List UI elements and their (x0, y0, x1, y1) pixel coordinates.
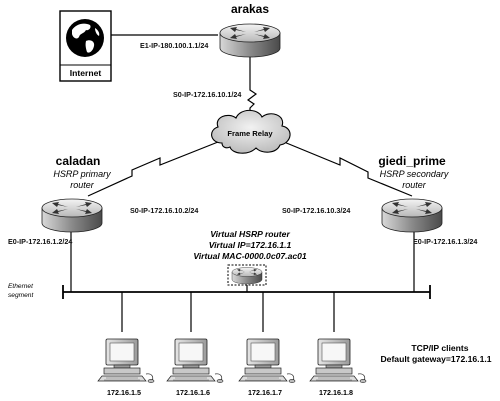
frame-relay-label: Frame Relay (227, 129, 273, 138)
router-name-caladan: caladan (56, 154, 101, 168)
giedi-s0-label: S0-IP-172.16.10.3/24 (282, 206, 350, 215)
internet-label: Internet (70, 68, 102, 78)
pc-icon (309, 338, 367, 384)
segment-label-line1: Ethernet (8, 283, 34, 290)
giedi-role-line1: HSRP secondary (380, 169, 449, 179)
client-pc-2: 172.16.1.6 (166, 338, 224, 397)
caladan-serial-link (87, 141, 219, 197)
internet-box: Internet (59, 10, 112, 82)
clients-gateway: Default gateway=172.16.1.1 (380, 354, 491, 364)
pc-ip-label: 172.16.1.5 (107, 388, 141, 397)
router-icon (231, 267, 263, 285)
virtual-router-line3: Virtual MAC-0000.0c07.ac01 (193, 251, 307, 261)
pc-icon (166, 338, 224, 384)
caladan-s0-label: S0-IP-172.16.10.2/24 (130, 206, 198, 215)
caladan-e0-label: E0-IP-172.16.1.2/24 (8, 237, 72, 246)
arakas-serial-link (246, 52, 258, 124)
virtual-router-line1: Virtual HSRP router (210, 229, 290, 239)
clients-title: TCP/IP clients (411, 343, 468, 353)
client-pc-3: 172.16.1.7 (238, 338, 296, 397)
router-arakas: arakas (219, 2, 281, 58)
frame-relay-cloud: Frame Relay (211, 109, 291, 154)
pc-icon (97, 338, 155, 384)
giedi-serial-link (283, 141, 413, 197)
router-icon (219, 23, 281, 58)
links (62, 34, 431, 332)
arakas-s0-label: S0-IP-172.16.10.1/24 (173, 90, 241, 99)
giedi-e0-label: E0-IP-172.16.1.3/24 (413, 237, 477, 246)
router-name-arakas: arakas (231, 2, 269, 16)
router-name-giedi-prime: giedi_prime (378, 154, 446, 168)
virtual-router-line2: Virtual IP=172.16.1.1 (209, 240, 292, 250)
router-caladan: caladan HSRP primary router (41, 154, 111, 233)
caladan-role-line1: HSRP primary (53, 169, 111, 179)
pc-ip-label: 172.16.1.6 (176, 388, 210, 397)
globe-icon (66, 19, 104, 57)
client-pc-4: 172.16.1.8 (309, 338, 367, 397)
router-icon (381, 198, 443, 233)
caladan-role-line2: router (70, 180, 95, 190)
pc-ip-label: 172.16.1.8 (319, 388, 353, 397)
pc-icon (238, 338, 296, 384)
virtual-hsrp-router: Virtual HSRP router Virtual IP=172.16.1.… (193, 229, 307, 286)
giedi-role-line2: router (402, 180, 427, 190)
pc-ip-label: 172.16.1.7 (248, 388, 282, 397)
segment-label-line2: segment (8, 292, 34, 299)
arakas-e1-label: E1-IP-180.100.1.1/24 (140, 41, 208, 50)
client-pc-1: 172.16.1.5 (97, 338, 155, 397)
router-giedi-prime: giedi_prime HSRP secondary router (378, 154, 449, 233)
router-icon (41, 198, 103, 233)
